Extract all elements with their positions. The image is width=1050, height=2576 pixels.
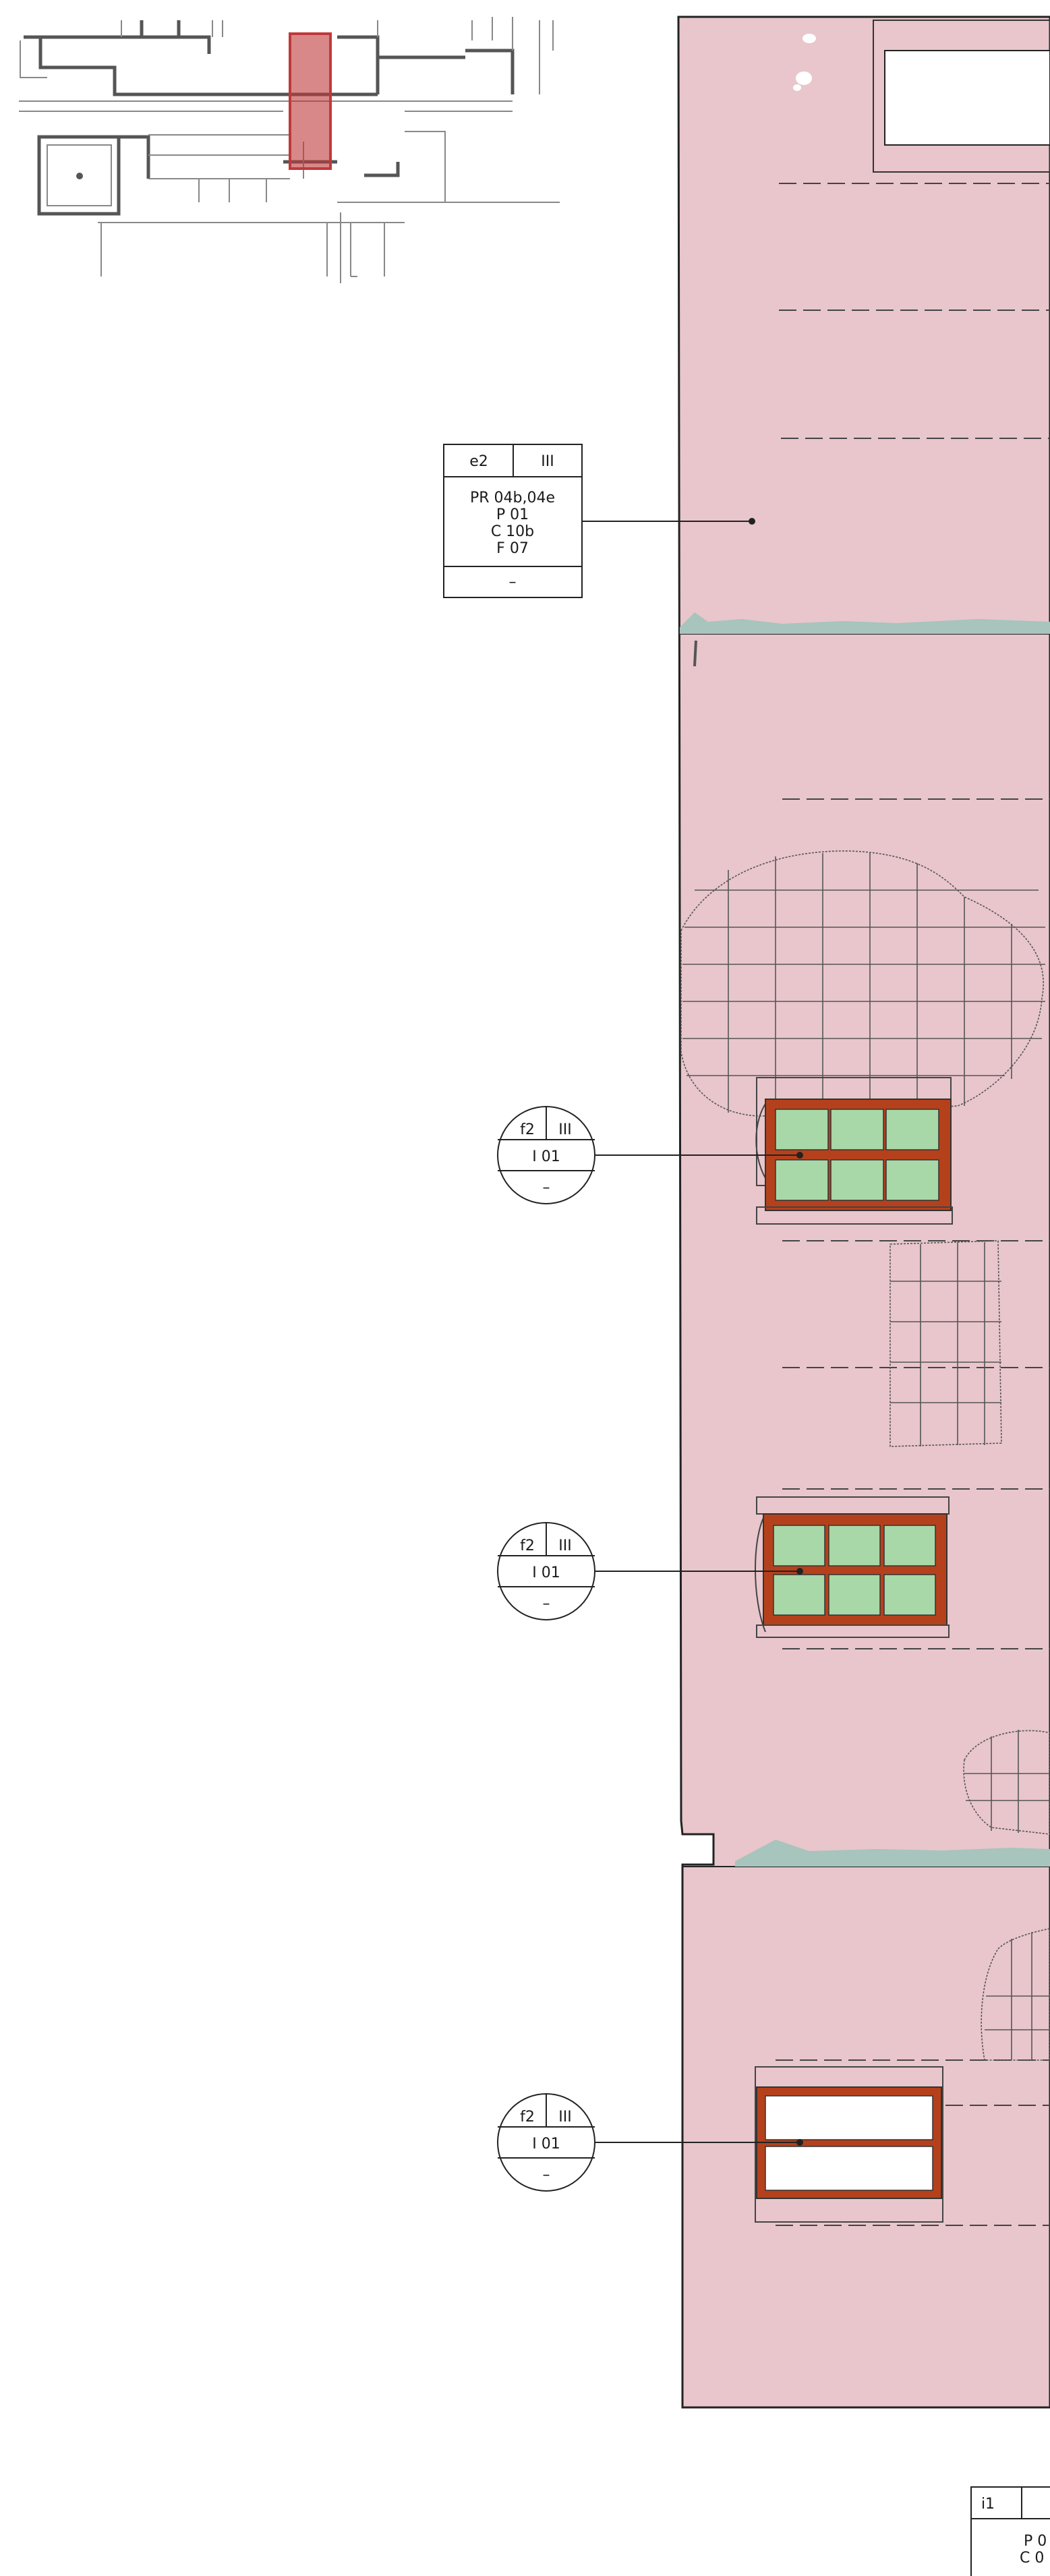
- window-2: [755, 1496, 950, 1638]
- masonry-patch: [680, 850, 1050, 2061]
- window-tag-2-code: f2: [520, 1538, 535, 1554]
- bottom-tag-line-1: P 0: [1024, 2533, 1047, 2550]
- key-plan: [19, 17, 560, 283]
- window-tag-2: f2 III I 01 –: [497, 1522, 595, 1620]
- wall-tag-code: e2: [469, 453, 488, 470]
- window-tag-2-grade: III: [558, 1538, 571, 1554]
- window-tag-1: f2 III I 01 –: [497, 1106, 595, 1204]
- window-tag-1-grade: III: [558, 1121, 571, 1138]
- wall-tag-grade: III: [541, 453, 554, 470]
- window-tag-3-code: f2: [520, 2109, 535, 2126]
- window-1: [755, 1077, 953, 1225]
- window-tag-1-code: f2: [520, 1121, 535, 1138]
- window-tag-1-bottom: –: [543, 1179, 550, 1196]
- window-tag-2-middle: I 01: [532, 1564, 560, 1581]
- window-tag-3-bottom: –: [543, 2167, 550, 2184]
- window-3: [755, 2066, 943, 2223]
- wall-elevation: [677, 16, 1050, 2409]
- window-tag-1-middle: I 01: [532, 1148, 560, 1165]
- wall-surface: [677, 16, 1050, 2409]
- wall-tag-line-4: F 07: [496, 540, 529, 557]
- floor-slab-upper: [680, 612, 1050, 634]
- wall-tag-line-2: P 01: [496, 506, 529, 523]
- bottom-tag-i1: i1 P 0 C 0: [970, 2486, 1050, 2576]
- wall-tag-bottom: –: [509, 574, 517, 591]
- floor-slab-lower: [735, 1840, 1050, 1867]
- window-tag-2-bottom: –: [543, 1596, 550, 1612]
- window-tag-3-grade: III: [558, 2109, 571, 2126]
- bottom-tag-line-2: C 0: [1020, 2550, 1044, 2567]
- window-tag-3-middle: I 01: [532, 2136, 560, 2153]
- window-tag-3: f2 III I 01 –: [497, 2093, 595, 2192]
- wall-tag-e2: e2 III PR 04b,04e P 01 C 10b F 07 –: [443, 444, 583, 598]
- wall-tag-line-3: C 10b: [491, 523, 534, 540]
- bottom-tag-code: i1: [981, 2496, 995, 2513]
- wall-tag-line-1: PR 04b,04e: [470, 490, 555, 506]
